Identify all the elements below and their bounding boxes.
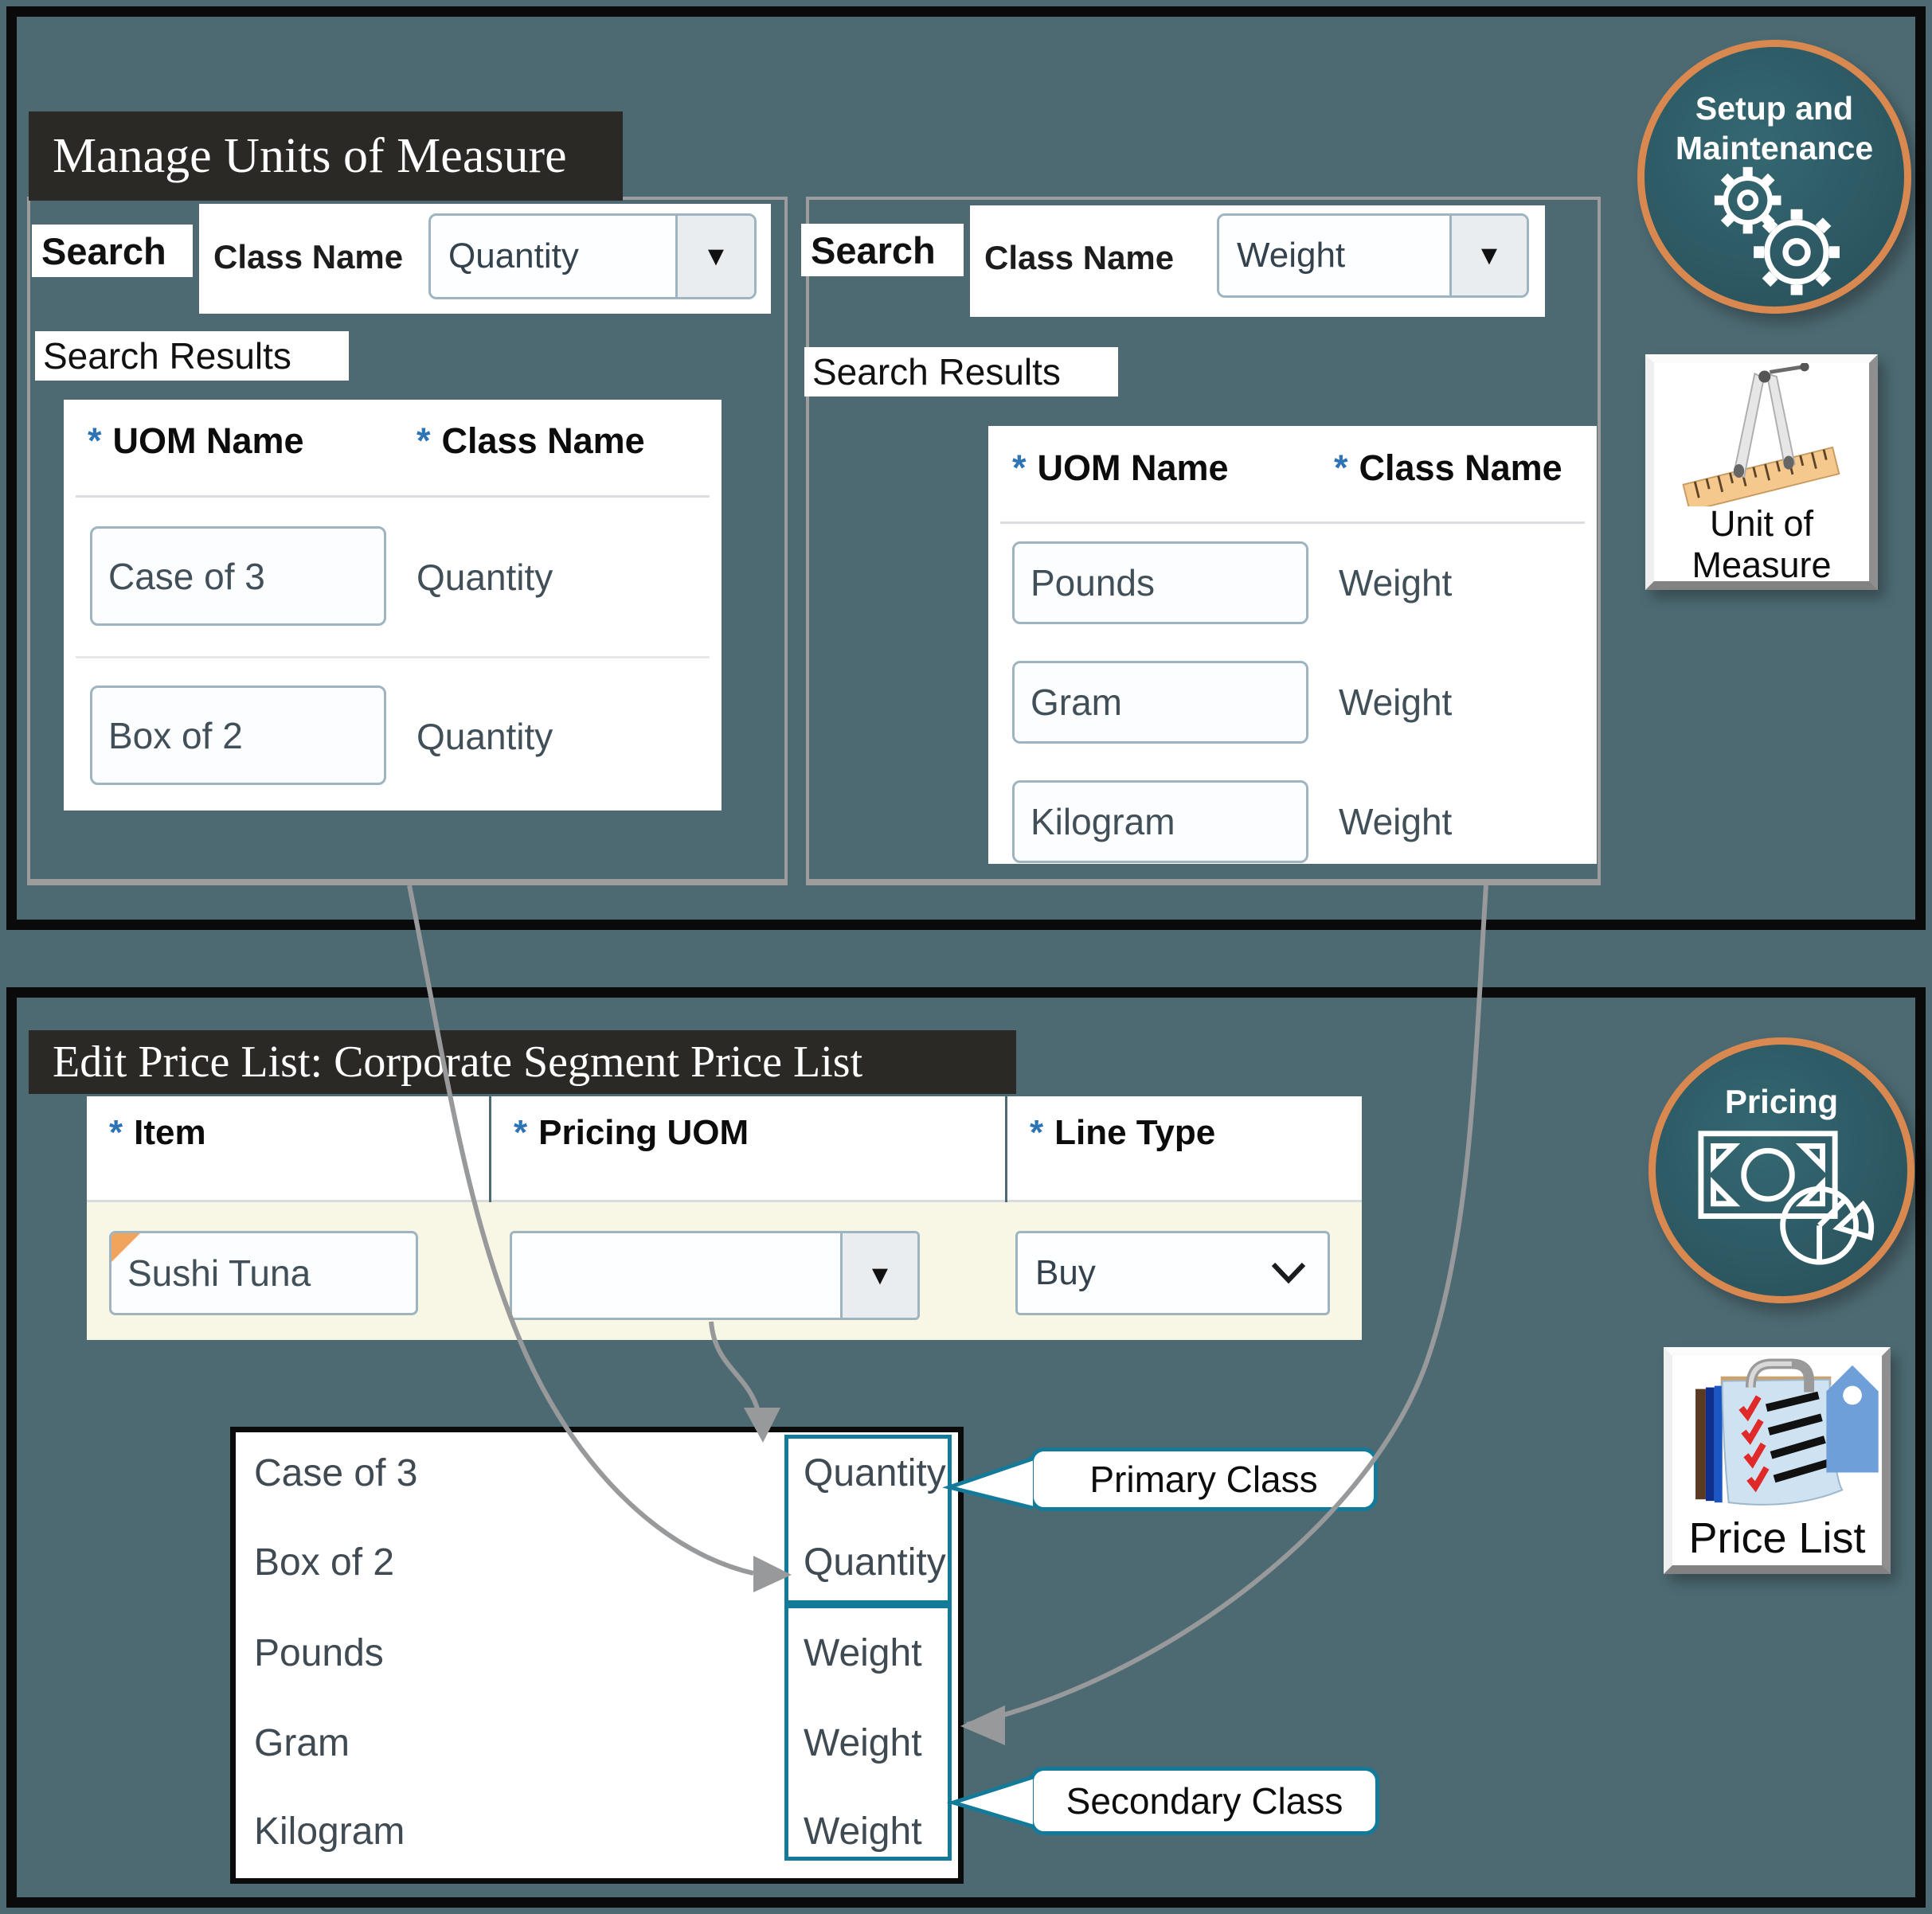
page-title-edit-price-list: Edit Price List: Corporate Segment Price… [29, 1030, 1016, 1094]
setup-badge-label-line1: Setup and [1695, 90, 1854, 127]
price-list-clipboard-icon [1695, 1358, 1879, 1506]
uom-dropdown-option[interactable]: Kilogram [254, 1810, 405, 1853]
gears-icon [1714, 166, 1840, 295]
weight-uom-column-header: *UOM Name [1012, 447, 1229, 489]
caliper-ruler-icon [1682, 363, 1840, 506]
chevron-down-icon[interactable] [1270, 1261, 1307, 1285]
uom-dropdown-option-class: Weight [804, 1721, 922, 1764]
quantity-classname-select[interactable]: Quantity ▼ [428, 213, 757, 299]
uom-dropdown-option[interactable]: Gram [254, 1721, 350, 1764]
uom-name-input[interactable]: Pounds [1012, 541, 1308, 624]
uom-tile-label-line2: Measure [1691, 545, 1832, 585]
quantity-search-label: Search [32, 225, 193, 277]
price-list-tile[interactable]: Price List [1664, 1347, 1891, 1574]
table-header-divider [76, 495, 710, 498]
uom-dropdown-option-class: Quantity [804, 1451, 946, 1494]
uom-dropdown-option-class: Weight [804, 1810, 922, 1853]
money-pie-icon [1698, 1131, 1875, 1265]
pricing-uom-column-header: * Pricing UOM [514, 1113, 749, 1153]
required-icon: * [1030, 1113, 1044, 1152]
table-row-divider [76, 656, 710, 658]
pricing-badge[interactable]: Pricing [1648, 1037, 1914, 1303]
item-input[interactable]: Sushi Tuna [109, 1231, 418, 1315]
weight-class-column-header: * Class Name [1334, 447, 1562, 489]
line-type-select[interactable]: Buy [1015, 1231, 1330, 1315]
dropdown-arrow-icon[interactable]: ▼ [675, 216, 754, 297]
quantity-class-column-header: *Class Name [417, 420, 645, 462]
table-header-divider [1000, 521, 1585, 524]
uom-dropdown-option-class: Quantity [804, 1541, 946, 1584]
weight-search-panel [806, 197, 1601, 885]
line-type-column-header: * Line Type [1030, 1113, 1215, 1153]
primary-class-callout: Primary Class [1030, 1447, 1378, 1511]
weight-classname-select[interactable]: Weight ▼ [1217, 213, 1529, 298]
weight-search-label: Search [801, 224, 964, 276]
item-column-header: * Item [109, 1113, 206, 1153]
pricing-badge-label: Pricing [1724, 1083, 1839, 1120]
quantity-classname-label: Class Name [213, 238, 404, 275]
column-header-label: UOM Name [112, 420, 304, 461]
dropdown-arrow-icon[interactable]: ▼ [1449, 216, 1527, 295]
column-header-label: Class Name [441, 420, 645, 461]
uom-name-input[interactable]: Box of 2 [90, 686, 386, 785]
unit-of-measure-tile[interactable]: Unit of Measure [1645, 354, 1878, 590]
edited-corner-icon [111, 1233, 140, 1262]
weight-results-label: Search Results [804, 347, 1118, 396]
required-icon: * [88, 420, 102, 461]
column-header-label: Line Type [1054, 1113, 1216, 1152]
dropdown-arrow-icon[interactable]: ▼ [840, 1233, 917, 1318]
uom-name-input[interactable]: Gram [1012, 661, 1308, 744]
weight-classname-select-value: Weight [1237, 236, 1346, 275]
column-header-label: Pricing UOM [538, 1113, 749, 1152]
class-name-cell: Weight [1339, 562, 1453, 603]
required-icon: * [514, 1113, 528, 1152]
price-list-tile-label: Price List [1688, 1514, 1866, 1562]
column-header-label: Item [134, 1113, 206, 1152]
column-header-label: UOM Name [1037, 447, 1229, 488]
required-icon: * [1334, 447, 1348, 488]
secondary-class-callout: Secondary Class [1030, 1767, 1379, 1835]
class-name-cell: Weight [1339, 682, 1453, 723]
uom-name-input[interactable]: Case of 3 [90, 526, 386, 626]
line-type-select-value: Buy [1035, 1253, 1096, 1292]
setup-and-maintenance-badge[interactable]: Setup and Maintenance [1637, 40, 1911, 314]
uom-name-input[interactable]: Kilogram [1012, 780, 1308, 863]
required-icon: * [109, 1113, 123, 1152]
pricing-uom-combobox[interactable]: ▼ [510, 1231, 920, 1320]
setup-badge-label-line2: Maintenance [1675, 130, 1874, 166]
class-name-cell: Weight [1339, 801, 1453, 842]
uom-dropdown-option-class: Weight [804, 1631, 922, 1674]
primary-class-highlight-box [784, 1435, 952, 1604]
quantity-classname-select-value: Quantity [448, 236, 579, 275]
secondary-class-highlight-box [784, 1604, 952, 1861]
uom-dropdown-option[interactable]: Pounds [254, 1631, 384, 1674]
quantity-results-label: Search Results [35, 331, 349, 381]
pricing-uom-combobox-value [512, 1233, 840, 1318]
weight-classname-label: Class Name [984, 239, 1175, 276]
page-title-manage-uom: Manage Units of Measure [29, 111, 623, 201]
uom-dropdown-option[interactable]: Box of 2 [254, 1541, 395, 1584]
required-icon: * [417, 420, 431, 461]
quantity-uom-column-header: *UOM Name [88, 420, 304, 462]
uom-tile-label-line1: Unit of [1709, 503, 1814, 544]
column-header-label: Class Name [1359, 447, 1562, 488]
required-icon: * [1012, 447, 1027, 488]
item-input-value: Sushi Tuna [127, 1252, 311, 1294]
class-name-cell: Quantity [417, 557, 553, 598]
uom-dropdown-option[interactable]: Case of 3 [254, 1451, 418, 1494]
class-name-cell: Quantity [417, 716, 553, 757]
